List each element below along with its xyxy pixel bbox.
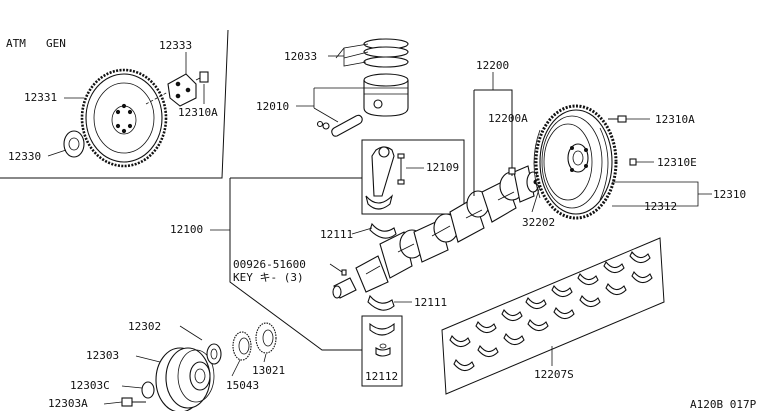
bearing-12111-bottom: 12111 [367,294,447,311]
flywheel-leaders: 12310A 12310E 12310 12312 [608,113,746,213]
callout-12310: 12310 [713,188,746,201]
callout-12303: 12303 [86,349,119,362]
spacer-12330 [63,130,85,158]
callout-key: KEY キ- (3) [233,271,304,284]
flywheel-12310 [533,104,618,220]
callout-13021: 13021 [252,364,285,377]
callout-12303c: 12303C [70,379,110,392]
crankshaft-leaders: 12200 12200A 32202 00926-51600 KEY キ- (3… [233,59,555,284]
crank-pulley-group: 12302 12303 12303C 12303A 15043 13021 [48,320,285,411]
drawing-code: A120B 017P [690,398,757,411]
connecting-rod-detail: 12109 [361,139,465,215]
drive-plate-12331 [80,68,168,168]
callout-12310a: 12310A [655,113,695,126]
callout-12331: 12331 [24,91,57,104]
callout-32202: 32202 [522,216,555,229]
callout-12109: 12109 [426,161,459,174]
callout-12112: 12112 [365,370,398,383]
inset-label-atm: ATM [6,37,26,50]
callout-12330: 12330 [8,150,41,163]
bearing-12111-top: 12111 [320,222,397,241]
callout-12033: 12033 [284,50,317,63]
callout-12310a-inset: 12310A [178,106,218,119]
callout-12111-bottom: 12111 [414,296,447,309]
callout-12207s: 12207S [534,368,574,381]
callout-12200: 12200 [476,59,509,72]
callout-12111-top: 12111 [320,228,353,241]
callout-12312: 12312 [644,200,677,213]
connecting-rod-bracket: 12100 [170,177,362,351]
callout-12333: 12333 [159,39,192,52]
callout-12200a: 12200A [488,112,528,125]
callout-12100: 12100 [170,223,203,236]
callout-12010: 12010 [256,100,289,113]
callout-12310e: 12310E [657,156,697,169]
callout-12303a: 12303A [48,397,88,410]
crankshaft-12200 [332,165,540,299]
inset-panel: ATM GEN [0,29,229,179]
reinforcement-plate-12333 [167,71,209,107]
inset-label-gen: GEN [46,37,66,50]
callout-15043: 15043 [226,379,259,392]
rod-bearing-12112: 12112 [361,315,403,387]
callout-12302: 12302 [128,320,161,333]
callout-00926-51600: 00926-51600 [233,258,306,271]
main-bearing-set-12207s: 12207S [441,237,665,395]
piston-assembly: 12033 12010 [256,38,409,137]
